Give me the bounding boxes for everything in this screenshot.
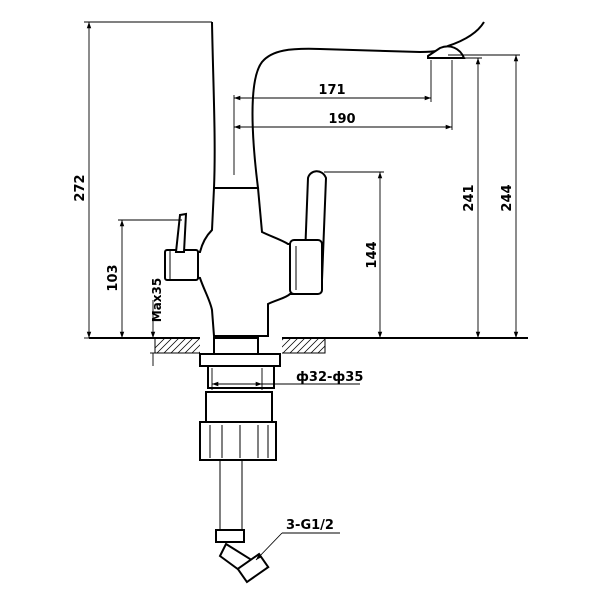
mounting-assembly	[199, 337, 281, 461]
label-height-244: 244	[500, 184, 515, 211]
dimension-lines	[84, 21, 520, 561]
hatch-line	[317, 345, 326, 354]
hatch-line	[310, 338, 326, 354]
hatch-line	[156, 337, 173, 354]
hatch-line	[170, 337, 187, 354]
label-spout-reach-171: 171	[318, 83, 345, 98]
label-height-241: 241	[462, 184, 477, 211]
label-handle-height-144: 144	[365, 241, 380, 268]
hatch-line	[289, 337, 306, 354]
faucet-body	[164, 21, 485, 337]
hatch-line	[184, 337, 201, 354]
braided-hose	[215, 459, 270, 584]
hatch-line	[282, 337, 299, 354]
hatch-line	[303, 337, 320, 354]
hatch-line	[296, 337, 313, 354]
label-total-height: 272	[73, 174, 88, 201]
label-max-thickness: Max35	[150, 278, 164, 322]
hatch-line	[163, 337, 180, 354]
label-side-height-103: 103	[106, 264, 121, 291]
label-spout-reach-190: 190	[328, 112, 355, 127]
countertop	[89, 337, 528, 354]
hatch-line	[177, 337, 194, 354]
label-connection: 3-G1/2	[286, 518, 334, 533]
label-hole-diameter: ф32-ф35	[296, 370, 363, 385]
hatch-line	[154, 337, 166, 349]
